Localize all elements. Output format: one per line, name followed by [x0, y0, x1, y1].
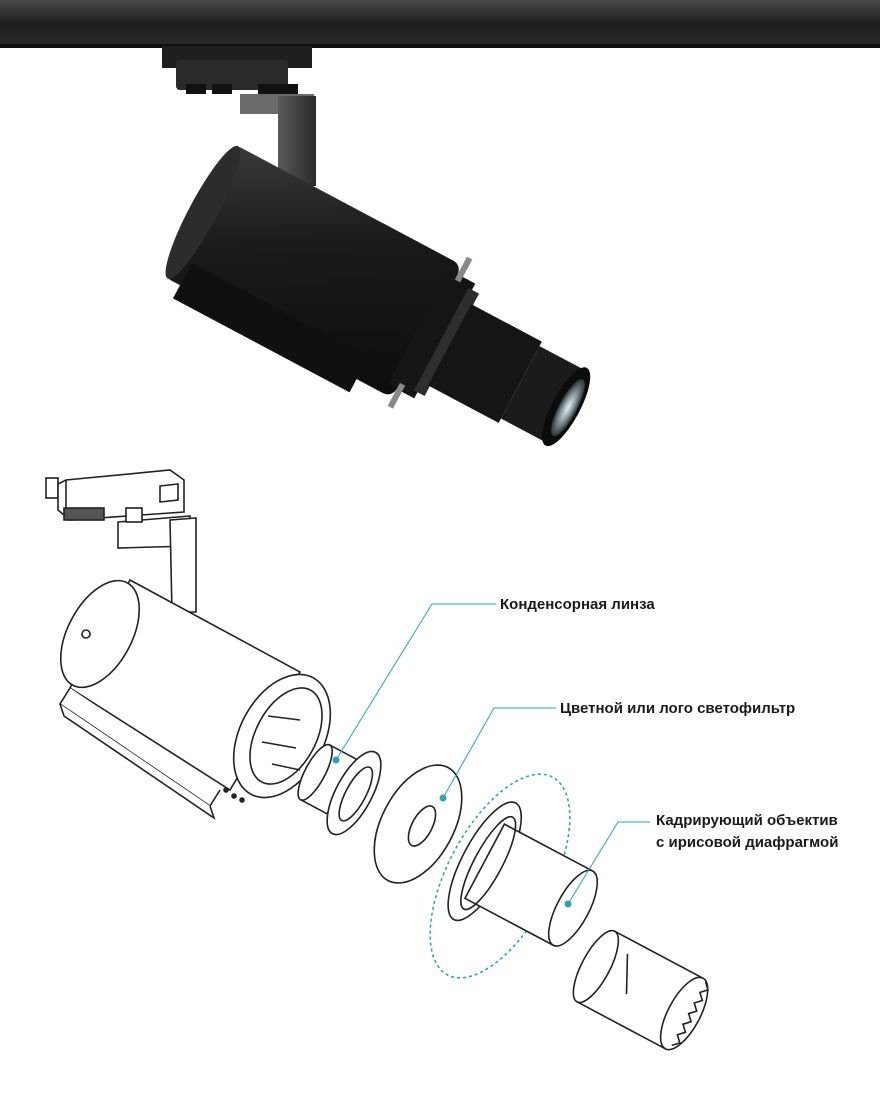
- leader-filter: [442, 707, 556, 799]
- exploded-line-drawing-icon: [45, 469, 709, 1051]
- label-filter: Цветной или лого светофильтр: [560, 700, 796, 717]
- leader-lens: [567, 821, 650, 905]
- label-framing-lens-line1: Кадрирующий объектив: [656, 812, 838, 829]
- label-framing-lens: Кадрирующий объектив с ирисовой диафрагм…: [656, 810, 838, 854]
- track-spotlight-photo-icon: [0, 0, 880, 447]
- leader-condenser: [335, 603, 496, 761]
- label-framing-lens-line2: с ирисовой диафрагмой: [656, 834, 839, 851]
- leader-lines: [335, 603, 650, 905]
- label-condenser-lens: Конденсорная линза: [500, 596, 655, 613]
